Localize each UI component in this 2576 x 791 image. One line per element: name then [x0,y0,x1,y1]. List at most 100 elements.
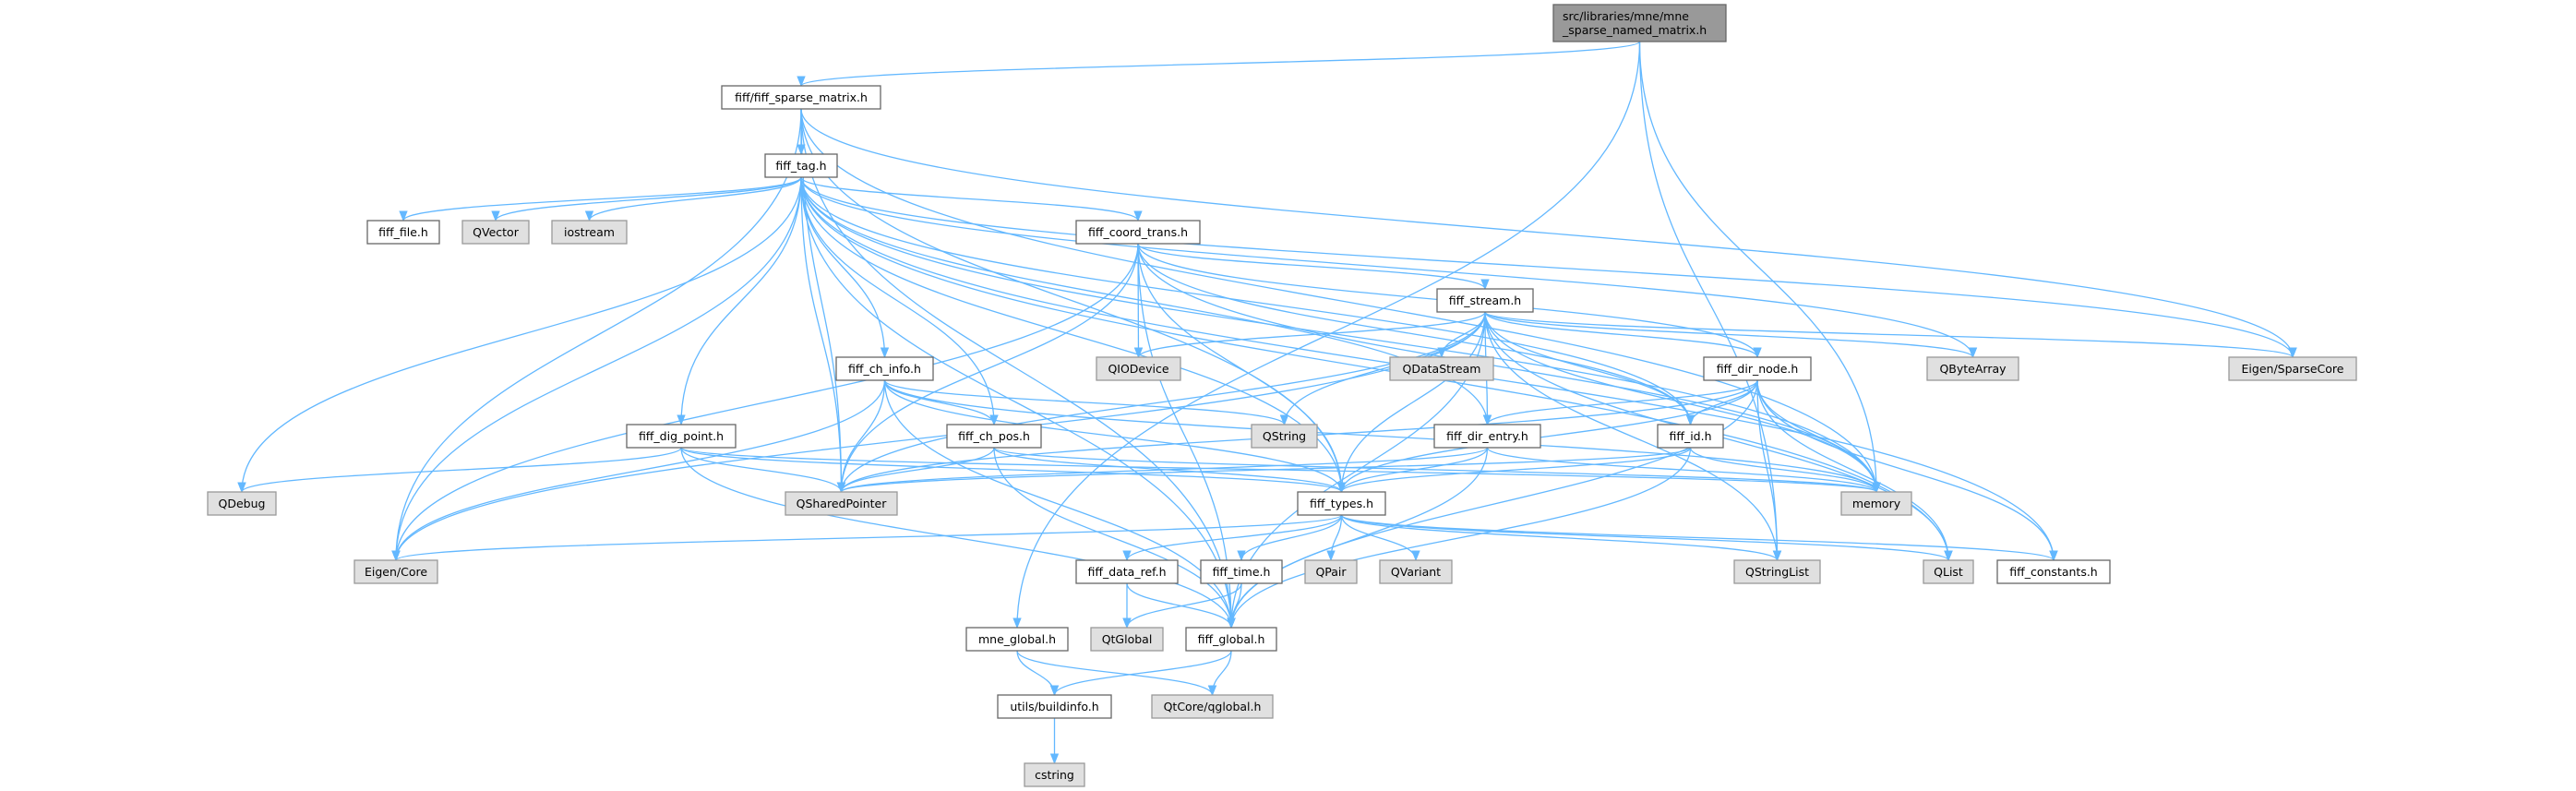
edge-types-to-qstringlist [1340,514,1781,562]
edge-direntry-to-qsharedpointer [837,447,1489,494]
node-qlist[interactable]: QList [1923,559,1974,584]
node-eigencore[interactable]: Eigen/Core [353,559,438,584]
node-label: QPair [1315,565,1347,579]
node-box [1096,356,1181,381]
edge-sparse-to-eigencore [391,108,802,562]
node-box [551,220,628,245]
node-box [1389,356,1494,381]
node-label: fiff_stream.h [1449,294,1521,307]
node-mneglobal[interactable]: mne_global.h [965,627,1069,652]
edge-stream-to-eigencore [391,311,1486,562]
node-qbytearray[interactable]: QByteArray [1926,356,2019,381]
node-tag[interactable]: fiff_tag.h [764,153,838,178]
node-memory[interactable]: memory [1840,491,1912,516]
node-box [1075,220,1201,245]
edge-digpoint-to-qdebug [237,447,682,494]
node-box [997,694,1112,719]
node-box [1200,559,1283,584]
node-iostream[interactable]: iostream [551,220,628,245]
node-box [353,559,438,584]
node-root[interactable]: src/libraries/mne/mne_sparse_named_matri… [1552,4,1727,42]
edge-chinfo-to-qstring [883,379,1288,426]
node-fiffglobal[interactable]: fiff_global.h [1185,627,1277,652]
node-qdatastream[interactable]: QDataStream [1389,356,1494,381]
node-label: fiff_tag.h [775,159,826,173]
edge-sparse-to-fiffglobal [800,108,1236,629]
node-box [2228,356,2357,381]
edge-digpoint-to-fiffglobal [680,447,1236,629]
edge-chinfo-to-chpos [883,379,999,426]
edge-stream-to-qstringlist [1484,311,1782,562]
edge-time-to-qtglobal [1122,582,1242,629]
edge-tag-to-id [800,176,1695,426]
node-label: cstring [1035,768,1074,782]
node-qstringlist[interactable]: QStringList [1733,559,1821,584]
edge-tag-to-eigencore [391,176,802,562]
node-label: QString [1263,429,1306,443]
edge-digpoint-to-qsharedpointer [680,447,846,494]
node-dirnode[interactable]: fiff_dir_node.h [1703,356,1812,381]
edge-tag-to-memory [800,176,1881,494]
node-coord[interactable]: fiff_coord_trans.h [1075,220,1201,245]
node-qstring[interactable]: QString [1251,424,1318,449]
edge-types-to-qlist [1340,514,1953,562]
nodes-layer: src/libraries/mne/mne_sparse_named_matri… [207,4,2357,787]
node-time[interactable]: fiff_time.h [1200,559,1283,584]
edge-stream-to-sparsecore [1484,311,2297,359]
edge-fiffglobal-to-buildinfo [1049,650,1232,697]
node-qtglobal[interactable]: QtGlobal [1090,627,1164,652]
node-buildinfo[interactable]: utils/buildinfo.h [997,694,1112,719]
edge-tag-to-digpoint [677,176,802,426]
node-direntry[interactable]: fiff_dir_entry.h [1433,424,1541,449]
node-label: QByteArray [1939,362,2007,376]
node-label: utils/buildinfo.h [1010,700,1098,713]
node-dataref[interactable]: fiff_data_ref.h [1075,559,1179,584]
node-box [1923,559,1974,584]
node-box [1436,288,1534,313]
node-qvector[interactable]: QVector [461,220,530,245]
edge-tag-to-sparsecore [800,176,2297,359]
node-label: memory [1852,497,1901,510]
node-sparsecore[interactable]: Eigen/SparseCore [2228,356,2357,381]
edge-chinfo-to-qsharedpointer [836,379,886,494]
node-cstring[interactable]: cstring [1024,762,1085,787]
edge-tag-to-coord [800,176,1143,222]
node-label: fiff_global.h [1198,632,1265,646]
node-qiodevice[interactable]: QIODevice [1096,356,1181,381]
node-qvariant[interactable]: QVariant [1379,559,1453,584]
node-label: fiff_time.h [1213,565,1271,579]
edge-stream-to-qiodevice [1133,311,1486,359]
node-label: fiff_ch_info.h [848,362,921,376]
node-qdebug[interactable]: QDebug [207,491,277,516]
edge-dirnode-to-qstringlist [1756,379,1782,562]
edge-coord-to-types [1137,243,1347,494]
node-qpair[interactable]: QPair [1304,559,1358,584]
edge-types-to-eigencore [391,514,1343,562]
node-label: fiff_data_ref.h [1087,565,1166,579]
edge-tag-to-qsharedpointer [800,176,846,494]
node-id[interactable]: fiff_id.h [1657,424,1724,449]
node-types[interactable]: fiff_types.h [1297,491,1386,516]
node-qglobal[interactable]: QtCore/qglobal.h [1151,694,1274,719]
node-box [461,220,530,245]
node-sparse[interactable]: fiff/fiff_sparse_matrix.h [721,85,881,110]
node-box [1090,627,1164,652]
edges-layer [237,41,2297,765]
node-box [946,424,1042,449]
edge-time-to-fiffglobal [1227,582,1242,629]
node-label: QDebug [219,497,266,510]
node-qsharedpointer[interactable]: QSharedPointer [785,491,898,516]
node-box [1552,4,1727,42]
node-label: _sparse_named_matrix.h [1562,23,1707,37]
edge-chpos-to-memory [993,447,1881,494]
node-constants[interactable]: fiff_constants.h [1996,559,2111,584]
node-chinfo[interactable]: fiff_ch_info.h [835,356,934,381]
node-stream[interactable]: fiff_stream.h [1436,288,1534,313]
node-label: fiff_dir_entry.h [1446,429,1528,443]
node-box [626,424,737,449]
node-box [1926,356,2019,381]
node-digpoint[interactable]: fiff_dig_point.h [626,424,737,449]
node-chpos[interactable]: fiff_ch_pos.h [946,424,1042,449]
edge-stream-to-qsharedpointer [836,311,1486,494]
node-file[interactable]: fiff_file.h [366,220,440,245]
